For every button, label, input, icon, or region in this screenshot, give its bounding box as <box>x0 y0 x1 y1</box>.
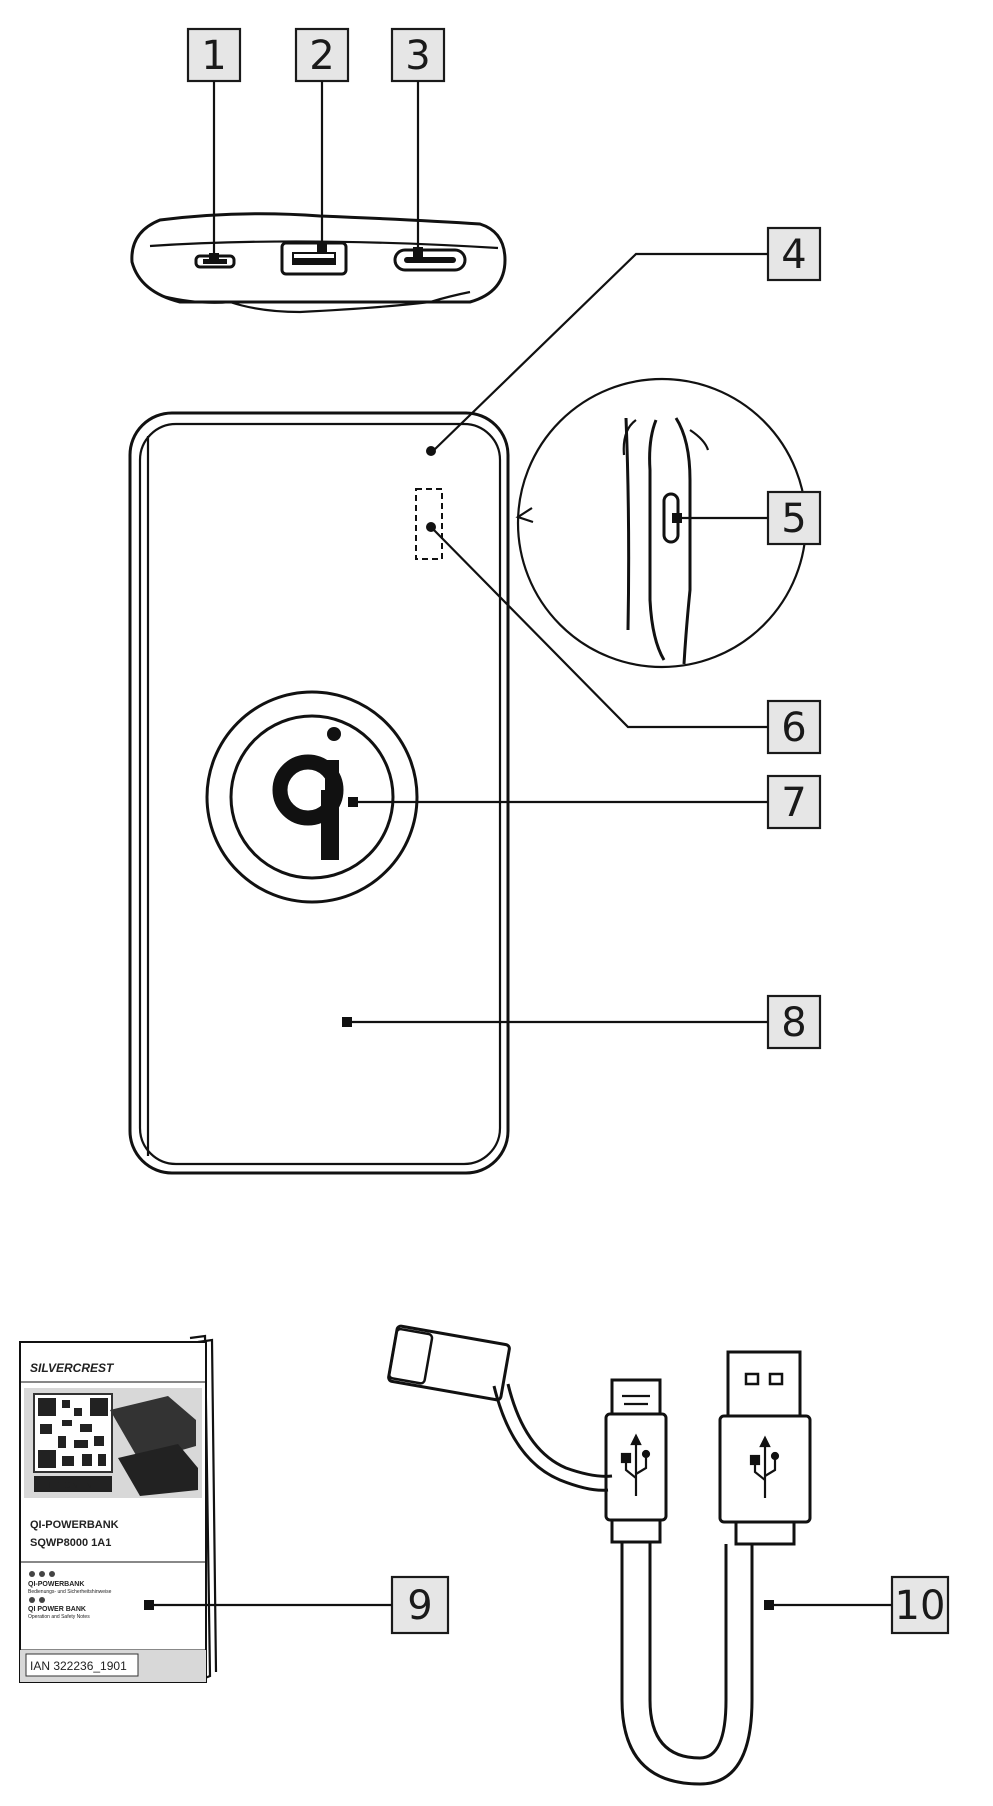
manual-en-title: QI POWER BANK <box>28 1606 86 1613</box>
callout-8-label: 8 <box>781 1000 806 1046</box>
callout-1-label: 1 <box>201 33 226 79</box>
manual-en-subtitle: Operation and Safety Notes <box>28 1614 90 1620</box>
manual-ian: IAN 322236_1901 <box>30 1659 127 1673</box>
powerbank-front-view <box>128 411 510 1175</box>
callout-8: 8 <box>342 994 822 1050</box>
callout-2: 2 <box>294 27 350 253</box>
callout-7-label: 7 <box>781 780 806 826</box>
usb-a-port <box>280 241 348 276</box>
qi-charging-pad <box>205 690 419 904</box>
usb-cable <box>387 1324 812 1786</box>
callout-6-label: 6 <box>781 705 806 751</box>
callout-10: 10 <box>764 1575 950 1635</box>
manual-cover-image: FIT ONLINE <box>24 1388 202 1498</box>
manual-brand: SILVERCREST <box>30 1361 115 1375</box>
powerbank-top-view <box>130 212 507 314</box>
callout-5: 5 <box>672 490 822 546</box>
usb-c-port <box>393 248 467 272</box>
callout-3-label: 3 <box>405 33 430 79</box>
user-manual: SILVERCREST FIT ONLINE QI-POWERBANK SQWP… <box>19 1334 218 1683</box>
callout-6: 6 <box>430 526 822 755</box>
callout-5-label: 5 <box>781 496 806 542</box>
callout-1: 1 <box>186 27 242 263</box>
usb-symbol-icon <box>620 1433 651 1496</box>
callout-10-label: 10 <box>895 1583 946 1629</box>
callout-9-label: 9 <box>407 1583 432 1629</box>
callout-3: 3 <box>390 27 446 257</box>
callout-4: 4 <box>432 226 822 452</box>
callout-7: 7 <box>348 774 822 830</box>
qi-logo-icon <box>272 727 344 860</box>
manual-de-title: QI-POWERBANK <box>28 1581 84 1588</box>
callout-2-label: 2 <box>309 33 334 79</box>
side-button-zoom <box>515 377 808 669</box>
usb-symbol-icon <box>749 1435 780 1498</box>
manual-product-line2: SQWP8000 1A1 <box>30 1537 111 1549</box>
qr-code-icon <box>38 1398 108 1468</box>
callout-9: 9 <box>144 1575 450 1635</box>
manual-de-subtitle: Bedienungs- und Sicherheitshinweise <box>28 1589 112 1595</box>
manual-flags <box>29 1571 55 1603</box>
manual-product-line1: QI-POWERBANK <box>30 1519 119 1531</box>
qr-caption: FIT ONLINE <box>48 1480 97 1490</box>
callout-4-label: 4 <box>781 232 806 278</box>
